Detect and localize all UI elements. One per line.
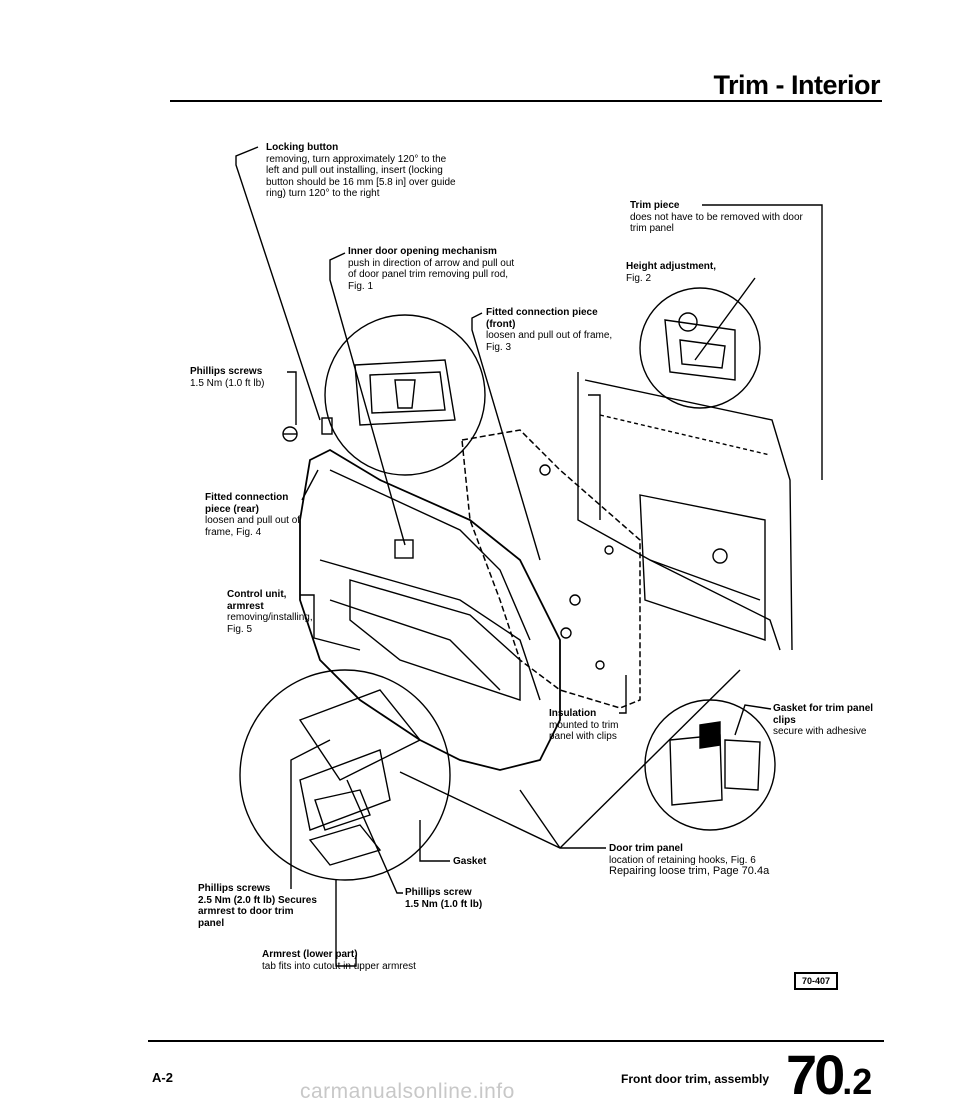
callout-insulation: Insulation mounted to trim panel with cl… <box>549 708 629 743</box>
callout-extra: Repairing loose trim, Page 70.4a <box>609 865 770 877</box>
detail-circle-height <box>639 287 761 409</box>
leader-armrest <box>335 880 357 967</box>
callout-title: Gasket for trim panel clips <box>773 703 874 726</box>
door-frame-outline <box>577 372 781 651</box>
callout-title: Insulation <box>549 708 597 719</box>
detail-circle-gasket <box>644 699 776 831</box>
leader-phillips-top <box>287 371 297 425</box>
callout-title: Height adjustment, <box>626 261 717 272</box>
detail-circle-inner-door <box>324 314 486 476</box>
door-frame-inner <box>584 379 793 651</box>
callout-body: Fig. 2 <box>626 272 652 284</box>
page-title: Trim - Interior <box>713 70 880 100</box>
callout-body: loosen and pull out of frame, Fig. 4 <box>205 515 301 538</box>
callout-title: Phillips screws <box>198 883 271 894</box>
callout-body: tab fits into cutout in upper armrest <box>262 960 416 972</box>
leader-height-adjust <box>694 277 756 361</box>
callout-control-unit: Control unit, armrest removing/installin… <box>227 589 317 635</box>
callout-fitted-connection-front: Fitted connection piece (front) loosen a… <box>486 307 621 353</box>
callout-door-trim-panel: Door trim panel location of retaining ho… <box>609 843 784 878</box>
leader-gasket-clips <box>734 704 772 736</box>
watermark: carmanualsonline.info <box>300 1080 515 1103</box>
door-inner-panel <box>639 494 766 641</box>
leader-insulation <box>619 675 627 714</box>
leader-door-trim-c <box>559 669 741 849</box>
callout-title: Trim piece <box>630 200 680 211</box>
section-number-main: 70 <box>786 1043 845 1106</box>
leader-control <box>300 594 361 651</box>
section-number-sub: .2 <box>842 1061 873 1102</box>
callout-phillips-screws-bottom: Phillips screws 2.5 Nm (2.0 ft lb) Secur… <box>198 883 318 929</box>
figure-code-box: 70-407 <box>794 972 838 990</box>
callout-height-adjustment: Height adjustment, Fig. 2 <box>626 261 756 284</box>
callout-gasket: Gasket <box>453 856 513 868</box>
callout-body: does not have to be removed with door tr… <box>630 211 803 235</box>
callout-body: loosen and pull out of frame, Fig. 3 <box>486 330 613 353</box>
callout-phillips-screws-top: Phillips screws 1.5 Nm (1.0 ft lb) <box>190 366 286 389</box>
callout-title: Phillips screw <box>405 887 472 898</box>
leader-front-conn <box>471 312 541 561</box>
callout-body: 1.5 Nm (1.0 ft lb) <box>190 377 265 389</box>
leader-phillips-bottom <box>290 739 331 889</box>
callout-title: Door trim panel <box>609 843 683 854</box>
callout-body: removing, turn approximately 120° to the… <box>266 153 456 200</box>
callout-body: 1.5 Nm (1.0 ft lb) <box>405 898 483 910</box>
callout-title: Fitted connection piece (rear) <box>205 492 289 515</box>
callout-title: Inner door opening mechanism <box>348 246 497 257</box>
callout-inner-door-opening: Inner door opening mechanism push in dir… <box>348 246 520 292</box>
armrest-pocket <box>349 579 521 701</box>
callout-title: Fitted connection piece (front) <box>486 307 598 330</box>
callout-armrest-lower: Armrest (lower part) tab fits into cutou… <box>262 949 462 972</box>
header-rule <box>170 100 882 102</box>
callout-body: push in direction of arrow and pull out … <box>348 257 515 292</box>
leader-locking-button <box>235 146 321 421</box>
page-reference: A-2 <box>152 1070 173 1085</box>
callout-title: Locking button <box>266 142 339 153</box>
callout-body: secure with adhesive <box>773 726 867 737</box>
callout-locking-button: Locking button removing, turn approximat… <box>266 142 462 200</box>
callout-body: location of retaining hooks, Fig. 6 <box>609 854 756 866</box>
callout-body: 2.5 Nm (2.0 ft lb) Secures armrest to do… <box>198 894 317 929</box>
callout-fitted-connection-rear: Fitted connection piece (rear) loosen an… <box>205 492 305 538</box>
detail-circle-armrest <box>239 669 451 881</box>
callout-title: Control unit, armrest <box>227 589 287 612</box>
leader-door-trim-b <box>519 789 561 849</box>
callout-title: Gasket <box>453 856 487 867</box>
leader-door-trim-a <box>399 771 606 849</box>
leader-trim-piece <box>702 204 823 480</box>
leader-inner-door <box>329 252 406 546</box>
insulation-sheet <box>461 429 641 709</box>
callout-body: removing/installing, Fig. 5 <box>227 612 313 635</box>
door-trim-panel-shape <box>299 448 561 771</box>
footer-caption: Front door trim, assembly <box>621 1072 770 1086</box>
footer-rule <box>148 1040 884 1042</box>
section-number: 70.2 <box>786 1042 872 1107</box>
leader-gasket <box>419 820 450 862</box>
callout-gasket-clips: Gasket for trim panel clips secure with … <box>773 703 883 738</box>
callout-trim-piece: Trim piece does not have to be removed w… <box>630 200 822 235</box>
callout-title: Phillips screws <box>190 366 263 377</box>
callout-body: mounted to trim panel with clips <box>549 719 619 743</box>
callout-phillips-screw-armrest: Phillips screw 1.5 Nm (1.0 ft lb) <box>405 887 525 910</box>
callout-title: Armrest (lower part) <box>262 949 358 960</box>
